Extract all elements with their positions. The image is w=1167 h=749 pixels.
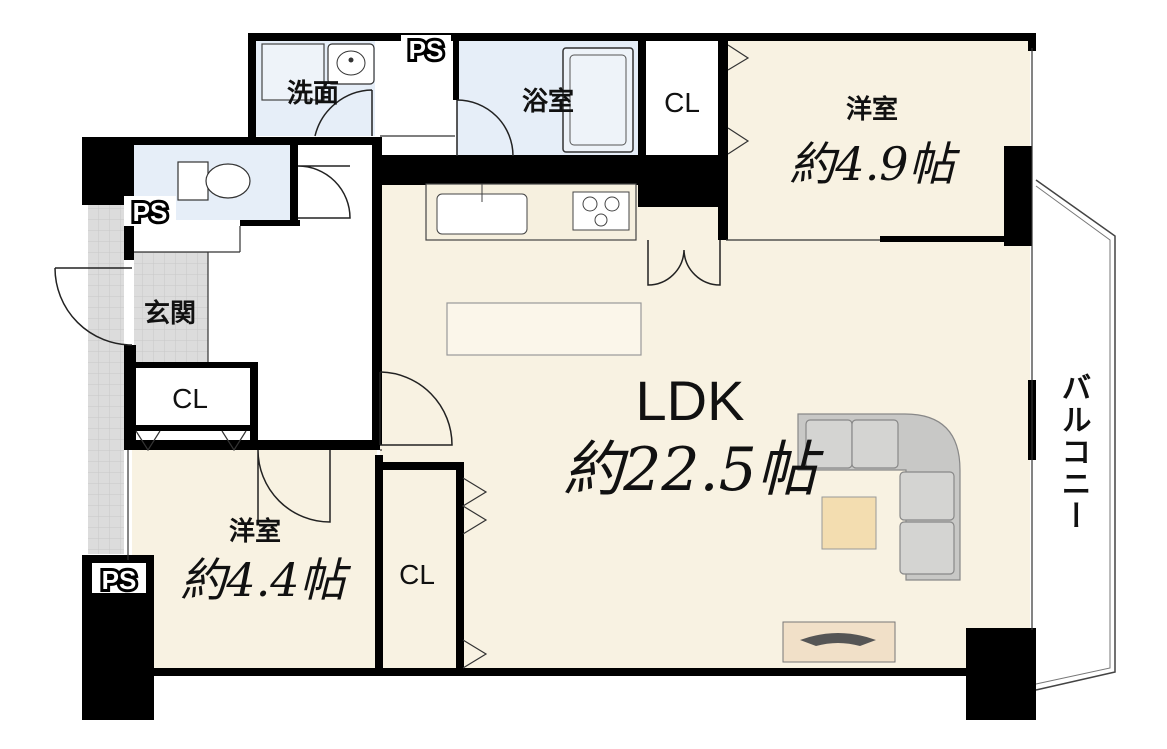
cl-label-2: CL — [172, 383, 208, 414]
ps-label-3: PS — [102, 565, 137, 595]
entrance-tile — [134, 252, 208, 362]
western1-floor — [726, 40, 1030, 238]
coffee-table — [821, 496, 877, 550]
closet-door-marks — [135, 44, 750, 669]
ldk-label: LDK — [636, 369, 745, 432]
walls — [82, 33, 1036, 720]
kitchen-island — [446, 302, 642, 356]
sofa — [797, 413, 961, 581]
balcony-label: バルコニー — [1056, 372, 1091, 532]
fixtures — [177, 43, 961, 663]
outer-tile-strip — [88, 204, 124, 554]
toilet — [177, 161, 251, 201]
western1-size: 約4.9帖 — [789, 137, 960, 191]
wash-label: 洗面 — [287, 79, 339, 109]
ps-label-1: PS — [409, 35, 444, 65]
cl-label-1: CL — [664, 87, 700, 118]
bathtub — [562, 47, 634, 153]
western2-floor — [132, 448, 377, 673]
doors — [54, 89, 721, 523]
ps-label-2: PS — [133, 197, 168, 227]
stove — [572, 191, 630, 231]
partitions — [127, 48, 1033, 630]
tv-board — [782, 621, 896, 663]
entrance-label: 玄関 — [144, 298, 196, 329]
bath-label: 浴室 — [522, 86, 574, 117]
western1-label: 洋室 — [846, 94, 898, 125]
ldk-size: 約22.5帖 — [563, 435, 825, 505]
wash-basin — [327, 43, 375, 85]
balcony-outline — [1035, 179, 1116, 691]
western2-label: 洋室 — [229, 516, 281, 547]
labels: LDK 約22.5帖 洋室 約4.9帖 洋室 約4.4帖 洗面 浴室 玄関 CL… — [92, 32, 1091, 607]
western2-size: 約4.4帖 — [180, 553, 351, 607]
cl-label-3: CL — [399, 559, 435, 590]
